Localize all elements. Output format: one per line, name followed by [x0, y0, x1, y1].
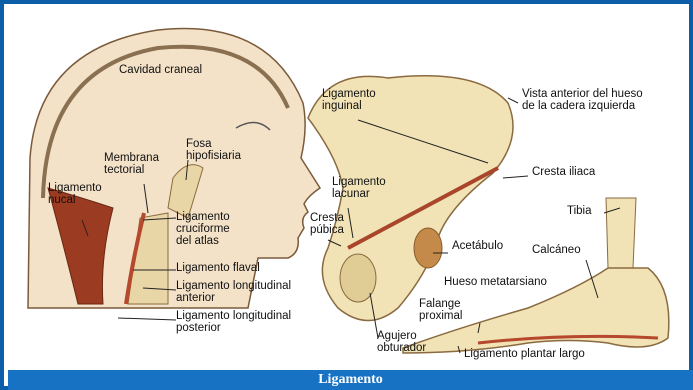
label-ligamento-inguinal: Ligamento inguinal	[322, 88, 376, 112]
label-calcaneo: Calcáneo	[532, 244, 581, 256]
label-ligamento-long-anterior: Ligamento longitudinal anterior	[176, 280, 291, 304]
label-ligamento-flaval: Ligamento flaval	[176, 262, 260, 274]
acetabulum	[414, 228, 442, 268]
label-hueso-metatarsiano: Hueso metatarsiano	[444, 276, 547, 288]
label-ligamento-nucal: Ligamento nucal	[48, 182, 102, 206]
label-cavidad-craneal: Cavidad craneal	[119, 64, 202, 76]
label-fosa-hipofisiaria: Fosa hipofisiaria	[186, 138, 241, 162]
label-ligamento-cruciforme: Ligamento cruciforme del atlas	[176, 211, 230, 247]
caption-bar: Ligamento	[8, 370, 693, 390]
label-falange-proximal: Falange proximal	[419, 298, 462, 322]
label-vista-anterior: Vista anterior del hueso de la cadera iz…	[522, 88, 643, 112]
label-ligamento-plantar-largo: Ligamento plantar largo	[464, 348, 585, 360]
label-cresta-iliaca: Cresta iliaca	[532, 166, 595, 178]
tibia-bone	[606, 198, 636, 268]
label-cresta-pubica: Cresta púbica	[310, 212, 344, 236]
figure-caption: Ligamento	[318, 372, 383, 388]
label-membrana-tectorial: Membrana tectorial	[104, 152, 159, 176]
label-ligamento-long-posterior: Ligamento longitudinal posterior	[176, 310, 291, 334]
label-tibia: Tibia	[567, 205, 592, 217]
label-ligamento-lacunar: Ligamento lacunar	[332, 176, 386, 200]
label-acetabulo: Acetábulo	[452, 240, 503, 252]
label-agujero-obturador: Agujero obturador	[377, 330, 426, 354]
